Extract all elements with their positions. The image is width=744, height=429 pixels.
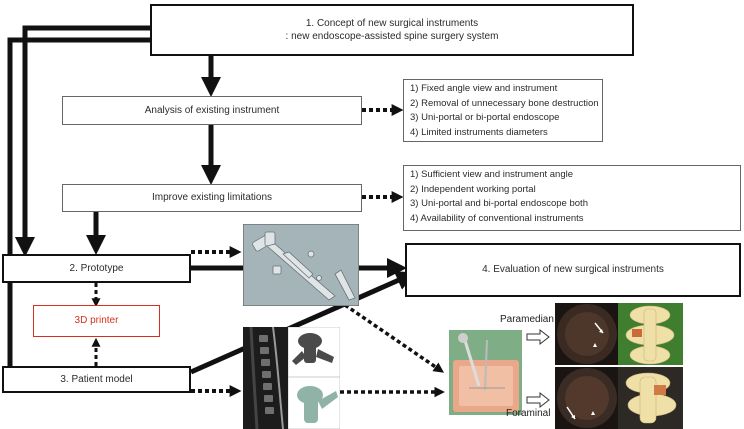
patient-model-box: 3. Patient model [2, 366, 191, 393]
evaluation-box: 4. Evaluation of new surgical instrument… [405, 243, 741, 297]
improve-item: 4) Availability of conventional instrume… [410, 213, 584, 225]
connector-concept-to-prototype [15, 25, 150, 257]
patient-model-label: 3. Patient model [60, 373, 133, 385]
hollow-arrow-foraminal [526, 391, 550, 409]
prototype-render-image [243, 224, 359, 306]
paramedian-label: Paramedian [500, 314, 554, 325]
analysis-label: Analysis of existing instrument [144, 104, 280, 116]
paramedian-bone-model [618, 303, 683, 365]
improve-list: 1) Sufficient view and instrument angle … [403, 165, 741, 231]
prototype-label: 2. Prototype [69, 262, 124, 274]
foraminal-label: Foraminal [506, 408, 551, 419]
concept-title: 1. Concept of new surgical instruments [305, 17, 479, 29]
paramedian-endoscope-view [555, 303, 618, 365]
testbed-photo [449, 330, 522, 415]
concept-box: 1. Concept of new surgical instruments :… [150, 4, 634, 56]
hollow-arrow-paramedian [526, 328, 550, 346]
prototype-box: 2. Prototype [2, 254, 191, 283]
evaluation-label: 4. Evaluation of new surgical instrument… [482, 264, 664, 276]
arrow-patient-to-evaluation [189, 271, 417, 375]
printer-label: 3D printer [74, 315, 119, 327]
vertebra-model-image [288, 327, 340, 429]
analysis-item: 4) Limited instruments diameters [410, 127, 548, 139]
analysis-item: 1) Fixed angle view and instrument [410, 83, 558, 94]
mri-image [243, 327, 288, 429]
foraminal-bone-model [618, 367, 683, 429]
analysis-box: Analysis of existing instrument [62, 96, 362, 125]
improve-item: 1) Sufficient view and instrument angle [410, 169, 573, 180]
concept-subtitle: : new endoscope-assisted spine surgery s… [285, 31, 499, 42]
analysis-list: 1) Fixed angle view and instrument 2) Re… [403, 79, 603, 142]
printer-box: 3D printer [33, 305, 160, 337]
arrow-render-to-testbed [344, 303, 445, 373]
improve-label: Improve existing limitations [151, 192, 273, 204]
analysis-item: 3) Uni-portal or bi-portal endoscope [410, 112, 560, 124]
improve-item: 3) Uni-portal and bi-portal endoscope bo… [410, 198, 588, 210]
improve-box: Improve existing limitations [62, 184, 362, 212]
analysis-item: 2) Removal of unnecessary bone destructi… [410, 97, 599, 109]
foraminal-endoscope-view [555, 367, 618, 429]
improve-item: 2) Independent working portal [410, 183, 536, 195]
